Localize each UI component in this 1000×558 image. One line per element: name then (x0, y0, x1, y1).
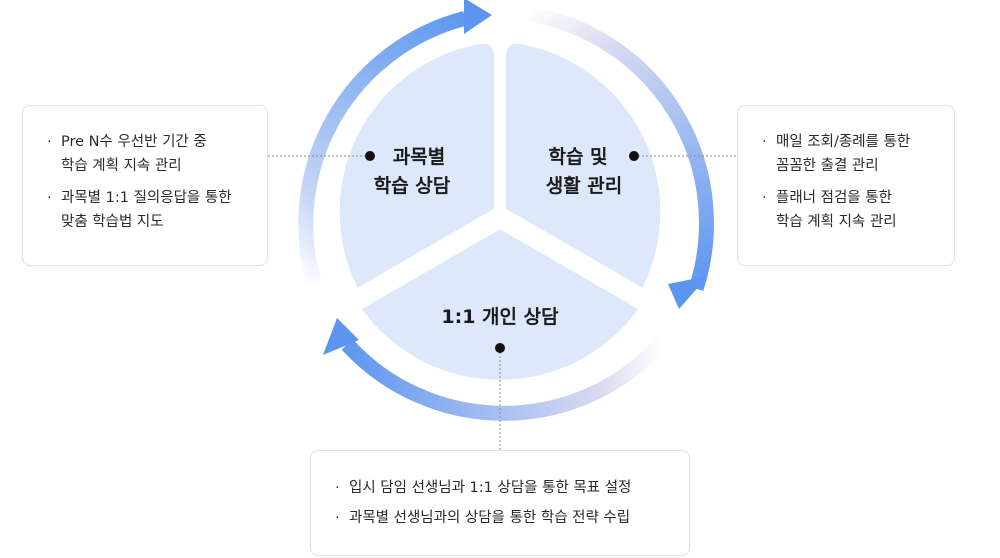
list-item-line: 학습 계획 지속 관리 (776, 214, 897, 230)
marker-dot-life (629, 151, 639, 161)
list-item-line: 맞춤 학습법 지도 (61, 214, 164, 230)
cycle-arrow-bottom (341, 337, 668, 421)
cycle-arrowhead-right (668, 276, 708, 309)
list-item-line: Pre N수 우선반 기간 중 (61, 134, 207, 150)
segment-personal-label: 1:1 개인 상담 (441, 306, 559, 328)
marker-dot-subject (365, 151, 375, 161)
list-item: 입시 담임 선생님과 1:1 상담을 통한 목표 설정 (333, 476, 679, 500)
segment-subject-label-line2: 학습 상담 (374, 175, 451, 197)
list-item-line: 입시 담임 선생님과 1:1 상담을 통한 목표 설정 (349, 480, 632, 496)
segment-life-management (506, 43, 661, 288)
list-item-line: 과목별 선생님과의 상담을 통한 학습 전략 수립 (349, 510, 631, 526)
list-item-line: 꼼꼼한 출결 관리 (776, 158, 879, 174)
life-management-details: 매일 조회/종례를 통한 꼼꼼한 출결 관리 플래너 점검을 통한 학습 계획 … (737, 105, 955, 266)
list-item: Pre N수 우선반 기간 중 학습 계획 지속 관리 (45, 130, 257, 178)
list-item-line: 과목별 1:1 질의응답을 통한 (61, 190, 232, 206)
cycle-arrowhead-bottom (323, 318, 359, 355)
segment-life-label-line1: 학습 및 (548, 146, 607, 168)
personal-counseling-details: 입시 담임 선생님과 1:1 상담을 통한 목표 설정 과목별 선생님과의 상담… (310, 450, 690, 556)
cycle-arrow-right (528, 6, 714, 291)
list-item-line: 플래너 점검을 통한 (776, 190, 892, 206)
segment-life-label-line2: 생활 관리 (546, 175, 623, 197)
list-item: 매일 조회/종례를 통한 꼼꼼한 출결 관리 (760, 130, 944, 178)
marker-dot-personal (495, 343, 505, 353)
subject-counseling-details: Pre N수 우선반 기간 중 학습 계획 지속 관리 과목별 1:1 질의응답… (22, 105, 268, 266)
segment-subject-label-line1: 과목별 (393, 146, 445, 168)
list-item-line: 학습 계획 지속 관리 (61, 158, 182, 174)
segment-personal-counseling (361, 229, 639, 380)
list-item: 과목별 선생님과의 상담을 통한 학습 전략 수립 (333, 506, 679, 530)
list-item: 과목별 1:1 질의응답을 통한 맞춤 학습법 지도 (45, 186, 257, 234)
segment-subject-counseling (339, 43, 494, 288)
cycle-arrowhead-left (464, 0, 492, 34)
cycle-arrow-left (298, 11, 467, 285)
list-item-line: 매일 조회/종례를 통한 (776, 134, 911, 150)
list-item: 플래너 점검을 통한 학습 계획 지속 관리 (760, 186, 944, 234)
